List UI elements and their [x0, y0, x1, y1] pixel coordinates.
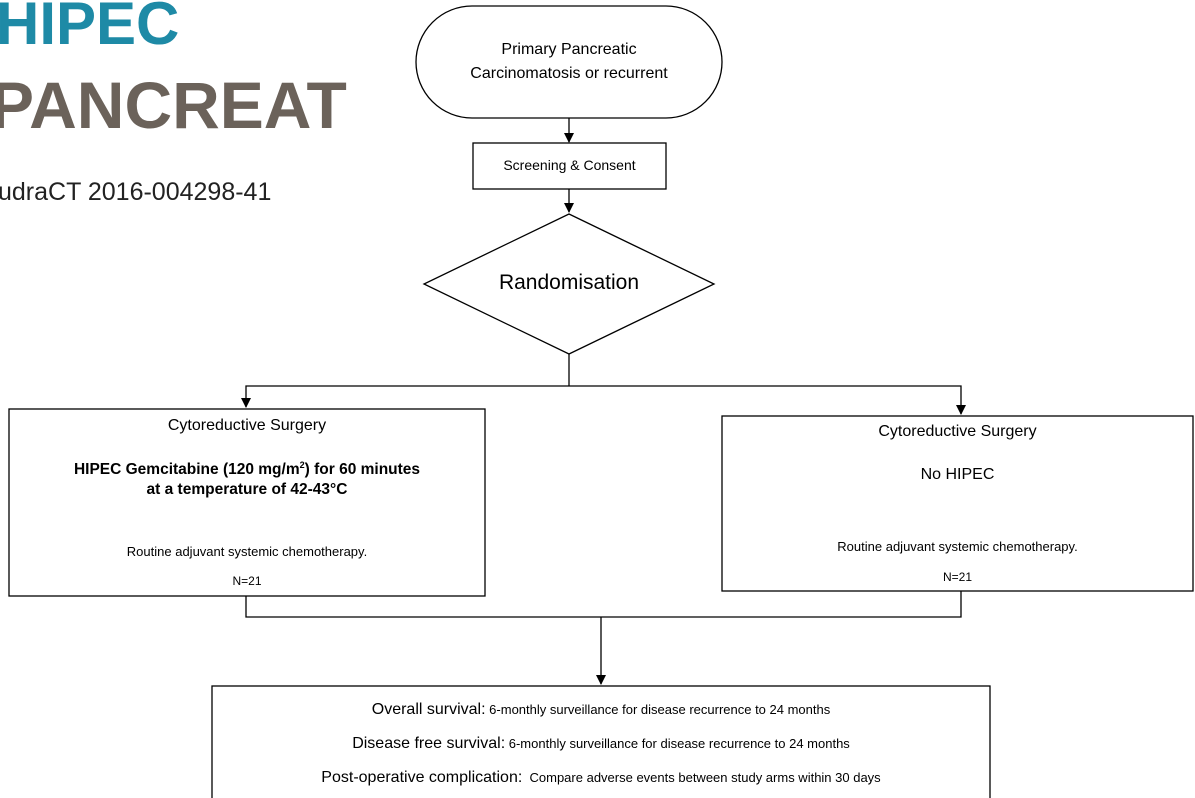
- screening-label: Screening & Consent: [503, 157, 636, 173]
- outcome-row: Overall survival: 6-monthly surveillance…: [212, 693, 990, 727]
- start-label: Primary Pancreatic Carcinomatosis or rec…: [416, 38, 722, 86]
- outcome-row: Post-operative complication: Compare adv…: [212, 761, 990, 795]
- outcome-detail: 6-monthly surveillance for disease recur…: [485, 702, 831, 717]
- left-arm-n: N=21: [232, 574, 262, 588]
- left-arm-box: [8, 408, 486, 597]
- outcomes-list: Overall survival: 6-monthly surveillance…: [212, 693, 990, 795]
- outcome-detail: 6-monthly surveillance for disease recur…: [505, 736, 850, 751]
- start-label-line2: Carcinomatosis or recurrent: [470, 65, 668, 82]
- right-arm-hipec: No HIPEC: [920, 466, 995, 483]
- left-arm-title: Cytoreductive Surgery: [167, 417, 327, 434]
- left-arm-hipec-line2: at a temperature of 42-43°C: [146, 481, 348, 498]
- right-arm-title: Cytoreductive Surgery: [878, 423, 1037, 440]
- right-arm-adjuvant: Routine adjuvant systemic chemotherapy.: [837, 539, 1078, 554]
- outcome-row: Disease free survival: 6-monthly surveil…: [212, 727, 990, 761]
- outcome-detail: Compare adverse events between study arm…: [522, 770, 881, 785]
- connector-right-merge: [601, 591, 962, 618]
- left-arm-hipec-pre: HIPEC Gemcitabine (120 mg/m: [73, 461, 300, 479]
- eudract-number: udraCT 2016-004298-41: [0, 178, 272, 206]
- left-arm-hipec-post: ) for 60 minutes: [304, 461, 421, 479]
- screening-box: [472, 142, 667, 190]
- left-arm-adjuvant: Routine adjuvant systemic chemotherapy.: [126, 544, 368, 559]
- outcome-label: Overall survival:: [371, 701, 486, 718]
- randomisation-label: Randomisation: [498, 271, 640, 294]
- outcome-label: Disease free survival:: [352, 735, 506, 752]
- trial-title-line1: HIPEC: [0, 0, 180, 57]
- left-arm-hipec-sup: 2: [299, 460, 305, 470]
- outcome-label: Post-operative complication:: [321, 769, 523, 786]
- connector-split-left: [241, 385, 569, 408]
- outcomes-box: [211, 685, 991, 798]
- connector-split-right: [569, 385, 966, 415]
- start-label-line1: Primary Pancreatic: [501, 41, 637, 58]
- right-arm-box: [721, 415, 1194, 592]
- connector-left-merge: [245, 596, 601, 618]
- left-arm-hipec-line1: HIPEC Gemcitabine (120 mg/m2) for 60 min…: [9, 460, 485, 479]
- right-arm-n: N=21: [942, 570, 973, 584]
- trial-title-line2: PANCREAT: [0, 68, 347, 142]
